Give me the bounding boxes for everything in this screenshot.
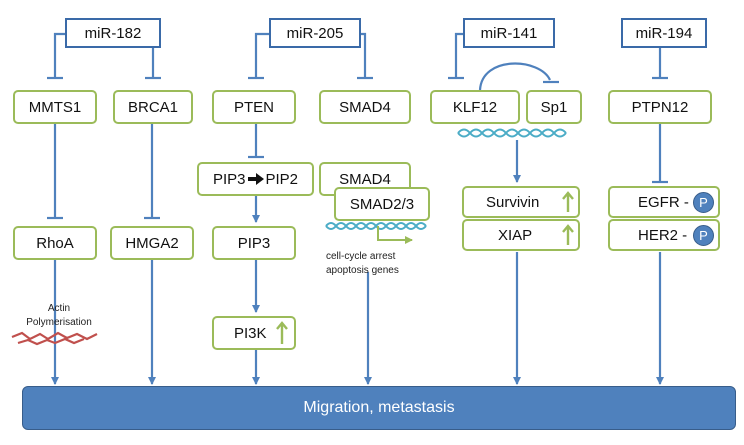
- outcome-bar: Migration, metastasis: [22, 386, 736, 430]
- up-arrow-icon-survivin: [562, 191, 574, 212]
- gene-box-hmga2: HMGA2: [110, 226, 194, 260]
- actin-filaments: [11, 331, 98, 346]
- gene-box-pip3-to-pip2: PIP3 PIP2: [197, 162, 314, 196]
- cellcycle-note-line2: apoptosis genes: [326, 265, 399, 276]
- gene-box-brca1: BRCA1: [113, 90, 193, 124]
- pip3-label: PIP3: [212, 170, 246, 188]
- up-arrow-icon-pi3k: [276, 321, 288, 344]
- outcome-label: Migration, metastasis: [303, 399, 455, 416]
- mir141-inhibition-to-klf12: [454, 32, 463, 78]
- dna-helix-klf12: [457, 128, 567, 138]
- klf12-inhibition-to-sp1: [478, 62, 552, 91]
- mir205-inhibition-to-pten: [254, 32, 269, 78]
- actin-polymerisation-note: Actin Polymerisation: [14, 302, 104, 330]
- mir182-inhibition-to-mmts1: [53, 32, 65, 78]
- gene-box-pten: PTEN: [212, 90, 296, 124]
- transcription-arrow: [377, 226, 413, 244]
- egfr-label: EGFR -: [638, 193, 689, 211]
- cellcycle-apoptosis-note: cell-cycle arrest apoptosis genes: [326, 250, 426, 278]
- gene-box-egfr: EGFR -: [608, 186, 720, 218]
- mir205-inhibition-to-smad4: [361, 32, 367, 78]
- mirna-box-mir205: miR-205: [269, 18, 361, 48]
- gene-box-pip3: PIP3: [212, 226, 296, 260]
- survivin-label: Survivin: [486, 193, 540, 211]
- gene-box-survivin: Survivin: [462, 186, 580, 218]
- gene-box-sp1: Sp1: [526, 90, 582, 124]
- gene-box-klf12: KLF12: [430, 90, 520, 124]
- gene-box-mmts1: MMTS1: [13, 90, 97, 124]
- actin-note-line2: Polymerisation: [26, 317, 92, 328]
- actin-note-line1: Actin: [47, 303, 71, 314]
- her2-label: HER2 -: [638, 226, 688, 244]
- gene-box-rhoa: RhoA: [13, 226, 97, 260]
- gene-box-ptpn12: PTPN12: [608, 90, 712, 124]
- mirna-box-mir194: miR-194: [621, 18, 707, 48]
- conversion-arrow-icon: [247, 173, 264, 185]
- xiap-label: XIAP: [498, 226, 533, 244]
- mirna-box-mir141: miR-141: [463, 18, 555, 48]
- pi3k-label: PI3K: [234, 324, 267, 342]
- phospho-badge-her2: P: [693, 225, 714, 246]
- gene-box-smad4-top: SMAD4: [319, 90, 411, 124]
- phospho-badge-egfr: P: [693, 192, 714, 213]
- up-arrow-icon-xiap: [562, 224, 574, 245]
- cellcycle-note-line1: cell-cycle arrest: [326, 251, 396, 262]
- gene-box-xiap: XIAP: [462, 219, 580, 251]
- gene-box-smad23: SMAD2/3: [334, 187, 430, 221]
- dna-helix-smad: [325, 222, 427, 230]
- mirna-box-mir182: miR-182: [65, 18, 161, 48]
- pip2-label: PIP2: [265, 170, 299, 188]
